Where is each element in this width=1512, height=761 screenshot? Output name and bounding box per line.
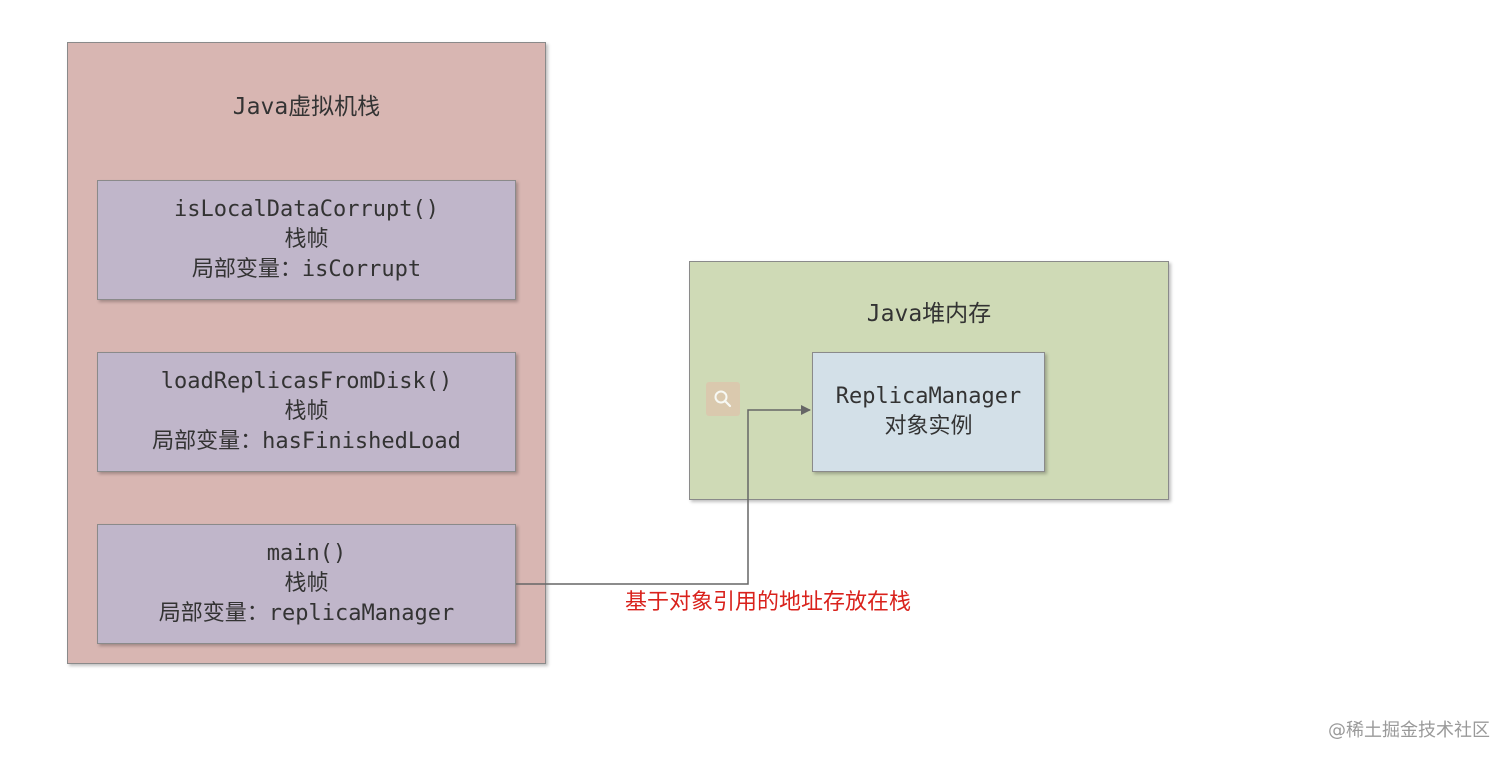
- watermark: @稀土掘金技术社区: [1328, 720, 1490, 741]
- frame-method-name: loadReplicasFromDisk(): [160, 369, 453, 394]
- frame-local-variable: 局部变量：isCorrupt: [191, 257, 422, 282]
- stack-frame-main: main() 栈帧 局部变量：replicaManager: [97, 524, 516, 644]
- frame-label: 栈帧: [284, 399, 329, 424]
- frame-label: 栈帧: [284, 227, 329, 252]
- frame-local-variable: 局部变量：hasFinishedLoad: [152, 429, 461, 454]
- replica-manager-object: ReplicaManager 对象实例: [812, 352, 1045, 472]
- search-icon[interactable]: [706, 382, 740, 416]
- java-heap-title: Java堆内存: [866, 301, 992, 327]
- frame-method-name: main(): [266, 541, 347, 566]
- object-instance-label: 对象实例: [884, 414, 973, 439]
- frame-local-variable: 局部变量：replicaManager: [158, 601, 455, 626]
- object-class-name: ReplicaManager: [835, 384, 1022, 409]
- jvm-stack-title: Java虚拟机栈: [232, 94, 381, 120]
- stack-frame-loadreplicasfromdisk: loadReplicasFromDisk() 栈帧 局部变量：hasFinish…: [97, 352, 516, 472]
- magnifier-glyph: [714, 390, 732, 408]
- frame-label: 栈帧: [284, 571, 329, 596]
- reference-annotation: 基于对象引用的地址存放在栈: [625, 590, 912, 615]
- frame-method-name: isLocalDataCorrupt(): [174, 197, 439, 222]
- stack-frame-islocaldatacorrupt: isLocalDataCorrupt() 栈帧 局部变量：isCorrupt: [97, 180, 516, 300]
